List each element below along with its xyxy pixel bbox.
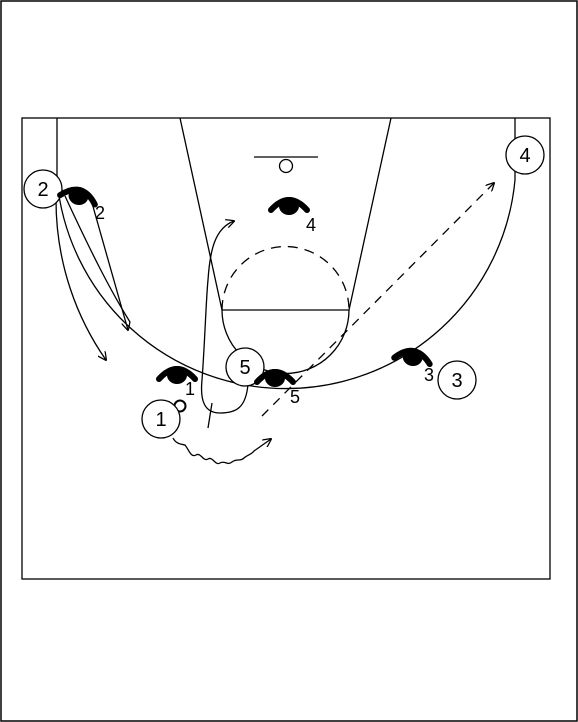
defense-label-2: 2 bbox=[95, 203, 105, 223]
half-court bbox=[21, 117, 551, 580]
rim bbox=[278, 158, 294, 174]
roll-path-5 bbox=[200, 221, 249, 414]
offense-label-3: 3 bbox=[451, 370, 462, 392]
offense-label-5: 5 bbox=[239, 357, 250, 379]
cut-tick-1 bbox=[207, 402, 213, 429]
defense-label-3: 3 bbox=[424, 365, 434, 385]
pass-path-to-4 bbox=[261, 183, 494, 417]
offense-label-2: 2 bbox=[37, 179, 48, 201]
three-point-line bbox=[56, 118, 516, 390]
offense-label-4: 4 bbox=[519, 145, 530, 167]
defense-player-3: 3 bbox=[391, 347, 434, 385]
defense-label-4: 4 bbox=[306, 215, 316, 235]
dribble-path-1 bbox=[172, 438, 271, 465]
lane-lines bbox=[179, 117, 392, 311]
defense-player-4: 4 bbox=[268, 197, 316, 235]
free-throw-circle-inner bbox=[221, 245, 350, 311]
offense-player-5: 5 bbox=[225, 347, 265, 387]
defense-player-5: 5 bbox=[254, 369, 300, 407]
offense-player-3: 3 bbox=[437, 360, 477, 400]
cut-path-2c bbox=[64, 195, 131, 323]
court-boundary bbox=[21, 117, 551, 580]
defense-label-1: 1 bbox=[185, 379, 195, 399]
defense-label-5: 5 bbox=[290, 387, 300, 407]
offense-player-4: 4 bbox=[505, 135, 545, 175]
movement-lines bbox=[55, 183, 494, 465]
defense-player-2: 2 bbox=[57, 186, 105, 223]
cut-path-2 bbox=[55, 199, 106, 360]
offense-label-1: 1 bbox=[155, 409, 166, 431]
offense-player-1: 1 bbox=[141, 399, 181, 439]
defense-player-1: 1 bbox=[156, 366, 198, 399]
offense-player-2: 2 bbox=[23, 169, 63, 209]
